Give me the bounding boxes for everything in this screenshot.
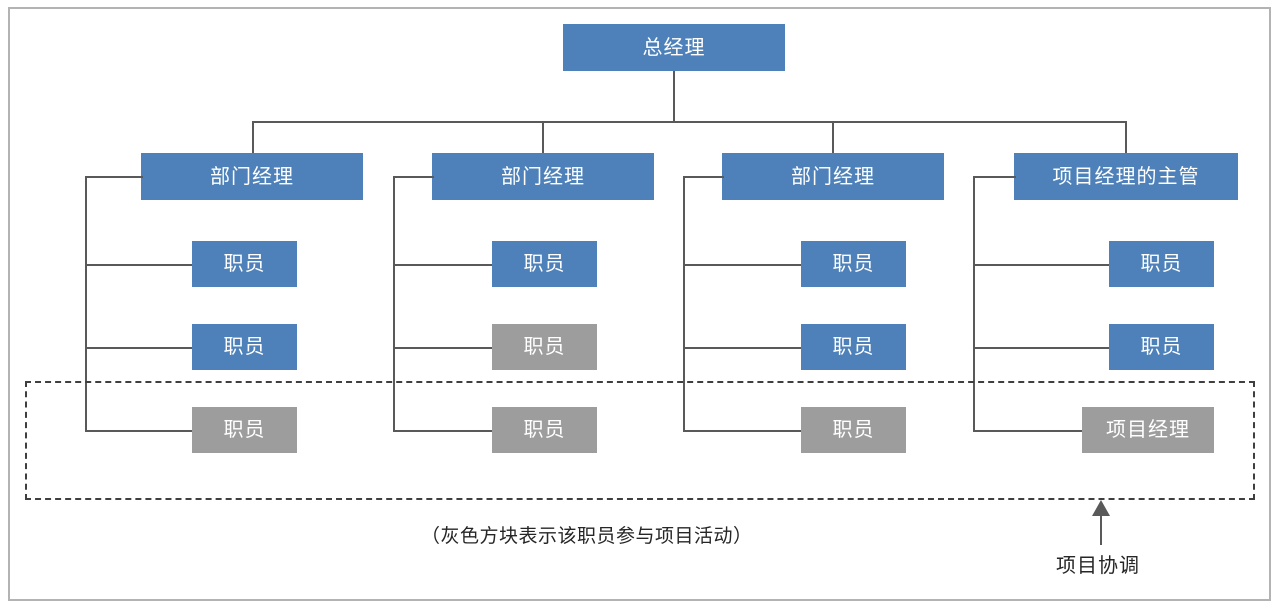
connector-bus xyxy=(253,121,1127,123)
node-member-col-4-2[interactable]: 项目经理 xyxy=(1082,407,1214,453)
connector-drop-col-3 xyxy=(832,121,834,153)
connector-spine-top-col-2 xyxy=(393,176,434,178)
node-member-col-3-1[interactable]: 职员 xyxy=(801,324,906,370)
node-member-col-1-2[interactable]: 职员 xyxy=(192,407,297,453)
connector-drop-col-2 xyxy=(542,121,544,153)
node-manager-col-4[interactable]: 项目经理的主管 xyxy=(1014,153,1238,200)
node-member-col-4-1[interactable]: 职员 xyxy=(1109,324,1214,370)
connector-branch-col-2-1 xyxy=(393,347,493,349)
node-member-col-2-0[interactable]: 职员 xyxy=(492,241,597,287)
node-label: 职员 xyxy=(832,253,875,275)
connector-spine-col-2 xyxy=(393,176,395,432)
node-label: 职员 xyxy=(223,419,266,441)
node-member-col-2-1[interactable]: 职员 xyxy=(492,324,597,370)
node-label: 项目经理 xyxy=(1106,419,1190,441)
node-member-col-3-2[interactable]: 职员 xyxy=(801,407,906,453)
connector-spine-col-3 xyxy=(683,176,685,432)
connector-drop-col-1 xyxy=(252,121,254,153)
node-manager-col-1[interactable]: 部门经理 xyxy=(141,153,363,200)
legend-caption: （灰色方块表示该职员参与项目活动） xyxy=(421,526,753,547)
node-label: 职员 xyxy=(523,253,566,275)
connector-spine-col-4 xyxy=(973,176,975,432)
node-label: 部门经理 xyxy=(501,165,585,188)
node-label: 部门经理 xyxy=(210,165,294,188)
node-label: 职员 xyxy=(832,336,875,358)
connector-branch-col-1-1 xyxy=(85,347,193,349)
connector-branch-col-3-2 xyxy=(683,430,802,432)
node-label: 职员 xyxy=(223,253,266,275)
connector-branch-col-2-2 xyxy=(393,430,493,432)
node-member-col-2-2[interactable]: 职员 xyxy=(492,407,597,453)
annotation-arrow-shaft xyxy=(1100,513,1102,545)
node-label: 职员 xyxy=(1140,336,1183,358)
node-member-col-4-0[interactable]: 职员 xyxy=(1109,241,1214,287)
connector-branch-col-4-0 xyxy=(973,264,1110,266)
connector-spine-top-col-1 xyxy=(85,176,143,178)
connector-spine-top-col-3 xyxy=(683,176,724,178)
connector-spine-top-col-4 xyxy=(973,176,1016,178)
connector-branch-col-4-1 xyxy=(973,347,1110,349)
node-label: 职员 xyxy=(1140,253,1183,275)
node-member-col-1-1[interactable]: 职员 xyxy=(192,324,297,370)
node-label: 职员 xyxy=(223,336,266,358)
node-manager-col-3[interactable]: 部门经理 xyxy=(722,153,944,200)
diagram-frame xyxy=(8,7,1271,601)
connector-branch-col-1-0 xyxy=(85,264,193,266)
connector-branch-col-3-1 xyxy=(683,347,802,349)
node-label: 总经理 xyxy=(642,36,706,59)
node-general-manager[interactable]: 总经理 xyxy=(563,24,785,71)
connector-branch-col-3-0 xyxy=(683,264,802,266)
node-label: 职员 xyxy=(523,336,566,358)
node-label: 职员 xyxy=(523,419,566,441)
node-label: 部门经理 xyxy=(791,165,875,188)
project-team-dashed-group xyxy=(25,381,1255,500)
node-member-col-3-0[interactable]: 职员 xyxy=(801,241,906,287)
connector-spine-col-1 xyxy=(85,176,87,432)
connector-top-drop xyxy=(673,71,675,122)
node-label: 项目经理的主管 xyxy=(1052,165,1200,188)
node-member-col-1-0[interactable]: 职员 xyxy=(192,241,297,287)
connector-branch-col-4-2 xyxy=(973,430,1083,432)
node-manager-col-2[interactable]: 部门经理 xyxy=(432,153,654,200)
connector-branch-col-2-0 xyxy=(393,264,493,266)
annotation-arrow-head-icon xyxy=(1092,500,1110,516)
node-label: 职员 xyxy=(832,419,875,441)
connector-branch-col-1-2 xyxy=(85,430,193,432)
annotation-label-project-coordination: 项目协调 xyxy=(1056,555,1140,577)
connector-drop-col-4 xyxy=(1125,121,1127,153)
